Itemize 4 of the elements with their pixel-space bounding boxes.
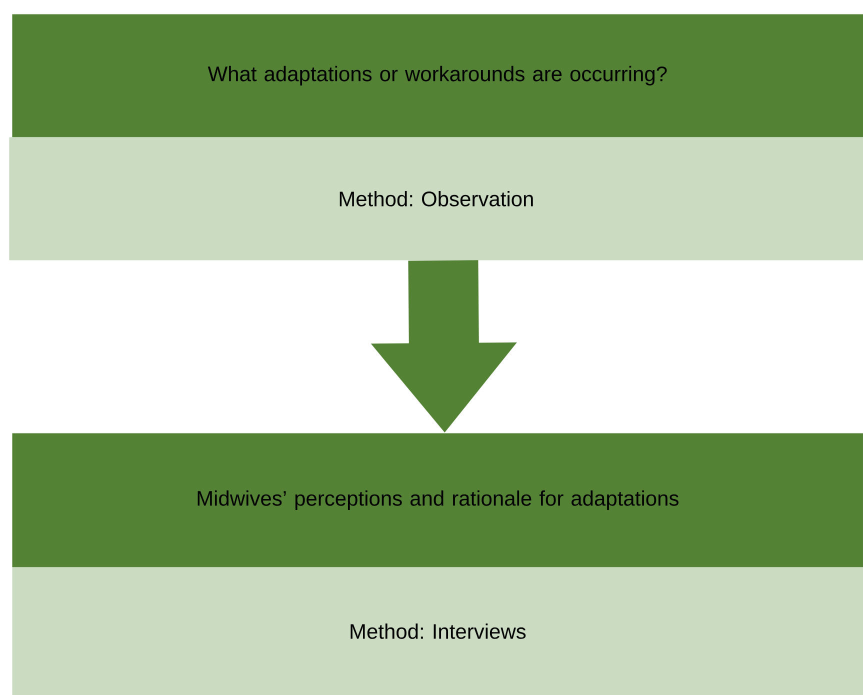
header-band: Midwives’ perceptions and rationale for adaptations: [12, 433, 863, 568]
header-band: What adaptations or workarounds are occurring?: [12, 14, 863, 138]
method-band: Method: Interviews: [12, 567, 863, 695]
method-band: Method: Observation: [9, 137, 863, 260]
